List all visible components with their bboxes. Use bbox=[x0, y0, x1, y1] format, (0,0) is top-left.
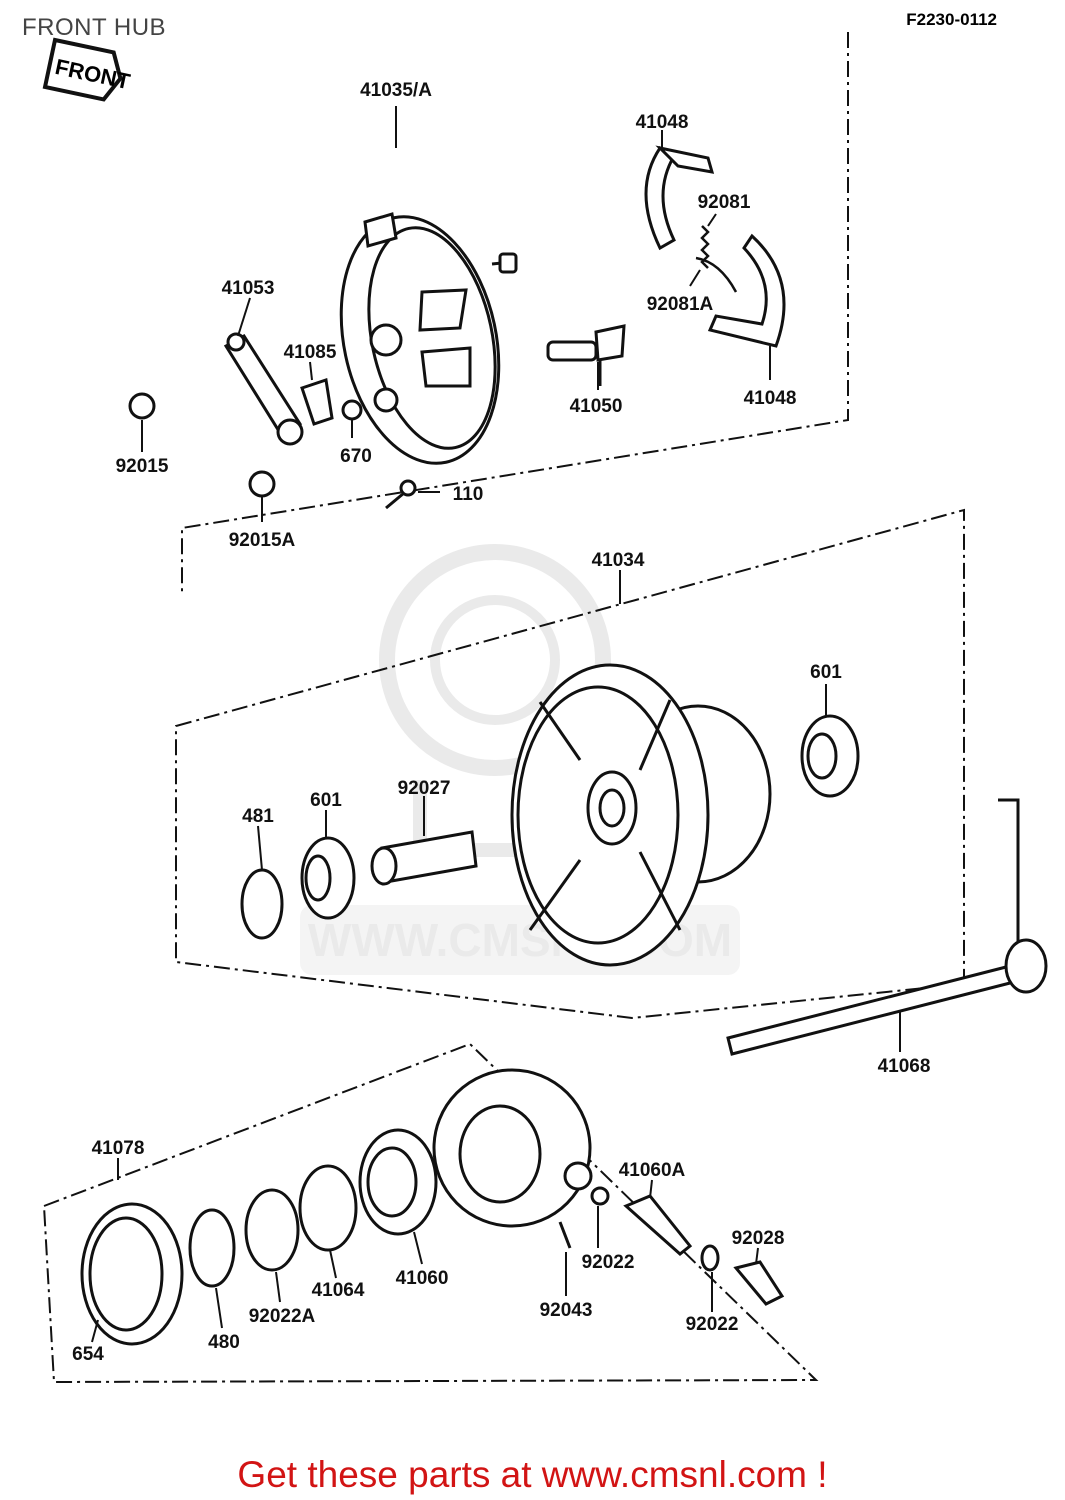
part-label-92028: 92028 bbox=[732, 1228, 785, 1249]
small-nuts bbox=[128, 392, 417, 510]
brake-springs bbox=[695, 225, 738, 293]
speedometer-gear bbox=[358, 1128, 438, 1236]
part-label-92022a: 92022A bbox=[249, 1306, 316, 1327]
part-label-654: 654 bbox=[72, 1344, 104, 1365]
part-label-92022-mid: 92022 bbox=[582, 1252, 635, 1273]
part-label-92022-low: 92022 bbox=[686, 1314, 739, 1335]
leader-lines bbox=[91, 106, 901, 1343]
part-label-41048-top: 41048 bbox=[636, 112, 689, 133]
brake-shoe-lower bbox=[707, 233, 786, 348]
wheel-hub-frame bbox=[175, 508, 965, 1020]
gear-housing bbox=[432, 1068, 593, 1228]
cta-link-text[interactable]: Get these parts at www.cmsnl.com ! bbox=[237, 1454, 828, 1495]
part-labels: 41035/A 41048 92081 92081A 41048 41053 41085 67… bbox=[72, 80, 930, 1365]
wheel-bearing-left bbox=[300, 836, 356, 920]
part-label-601-right: 601 bbox=[810, 662, 842, 683]
part-label-92043: 92043 bbox=[540, 1300, 593, 1321]
diagram-ref-code: F2230-0112 bbox=[906, 10, 997, 29]
part-label-41068: 41068 bbox=[878, 1056, 931, 1077]
brake-shoe-upper bbox=[644, 145, 715, 251]
wheel-hub bbox=[510, 663, 772, 967]
wheel-bearing-right bbox=[800, 714, 860, 798]
part-label-110: 110 bbox=[453, 484, 484, 505]
part-label-92081: 92081 bbox=[698, 192, 751, 213]
circlip-481 bbox=[240, 868, 284, 940]
part-label-41064: 41064 bbox=[312, 1280, 365, 1301]
gear-washer-parts bbox=[188, 1164, 358, 1288]
front-direction-arrow: FRONT bbox=[42, 37, 133, 102]
brake-panel bbox=[339, 212, 518, 465]
part-label-601-left: 601 bbox=[310, 790, 342, 811]
grease-seal-654 bbox=[80, 1202, 184, 1346]
part-label-41035-a: 41035/A bbox=[360, 80, 432, 101]
part-label-481: 481 bbox=[242, 806, 274, 827]
brake-camshaft bbox=[546, 324, 626, 386]
part-label-41048-bottom: 41048 bbox=[744, 388, 797, 409]
part-label-92081a: 92081A bbox=[647, 294, 714, 315]
part-label-41078: 41078 bbox=[92, 1138, 145, 1159]
part-label-670: 670 bbox=[340, 446, 372, 467]
part-label-92015a: 92015A bbox=[229, 530, 296, 551]
part-label-41060: 41060 bbox=[396, 1268, 449, 1289]
speedometer-gear-frame bbox=[42, 1042, 819, 1384]
part-label-41050: 41050 bbox=[570, 396, 623, 417]
part-label-41060a: 41060A bbox=[619, 1160, 686, 1181]
part-label-480: 480 bbox=[208, 1332, 240, 1353]
page-title: FRONT HUB bbox=[22, 14, 167, 41]
part-label-41034: 41034 bbox=[592, 550, 645, 571]
part-label-92027: 92027 bbox=[398, 778, 451, 799]
distance-collar bbox=[370, 830, 478, 886]
part-label-41085: 41085 bbox=[284, 342, 337, 363]
part-label-92015: 92015 bbox=[116, 456, 169, 477]
brake-lever bbox=[223, 332, 363, 446]
brake-panel-frame bbox=[181, 32, 849, 592]
group-frames bbox=[42, 32, 965, 1384]
part-label-41053: 41053 bbox=[222, 278, 275, 299]
front-axle bbox=[726, 798, 1048, 1056]
pinion-and-bushing bbox=[558, 1186, 785, 1306]
